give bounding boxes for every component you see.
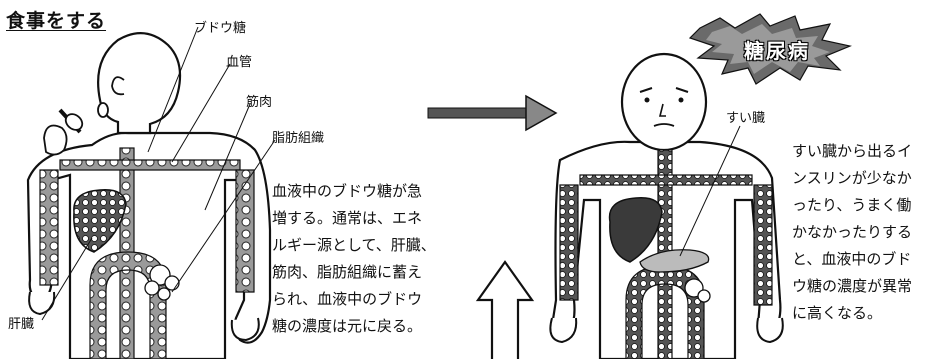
label-fat-tissue: 脂肪組織 <box>272 131 325 146</box>
transition-arrow <box>427 94 558 132</box>
right-fat-tissue <box>684 278 711 303</box>
right-description-line: すい臓から出るイ <box>792 142 913 160</box>
label-pancreas: すい臓 <box>726 111 766 126</box>
right-description-line: に高くなる。 <box>792 304 883 322</box>
right-description-line: ンスリンが少なか <box>792 169 912 187</box>
right-description-line: かなかったりする <box>792 223 913 241</box>
left-description-line: 血液中のブドウ糖が急 <box>272 182 423 200</box>
badge-label-diabetes: 糖尿病 <box>744 39 810 63</box>
label-muscle: 筋肉 <box>246 95 273 110</box>
right-human-figure <box>549 52 784 359</box>
left-description: 血液中のブドウ糖が急 増する。通常は、エネ ルギー源として、肝臓、 筋肉、脂肪組… <box>272 178 436 340</box>
up-arrow <box>475 260 535 359</box>
spoon-hand <box>43 108 84 156</box>
left-description-line: ルギー源として、肝臓、 <box>272 236 436 254</box>
right-description-line: と、血液中のブド <box>792 250 912 268</box>
left-description-line: られ、血液中のブドウ <box>272 290 423 308</box>
right-head <box>620 52 708 152</box>
label-liver: 肝臓 <box>8 317 35 332</box>
right-description-line: ウ糖の濃度が異常 <box>792 277 913 295</box>
left-head <box>97 32 182 135</box>
right-pancreas <box>639 249 710 273</box>
left-description-line: 糖の濃度は元に戻る。 <box>272 317 423 335</box>
right-description: すい臓から出るイ ンスリンが少なか ったり、うまく働 かなかったりする と、血液… <box>792 138 912 327</box>
right-description-line: ったり、うまく働 <box>792 196 912 214</box>
diabetes-badge <box>688 13 853 85</box>
label-glucose: ブドウ糖 <box>194 21 247 36</box>
left-description-line: 増する。通常は、エネ <box>272 209 423 227</box>
left-fat-tissue <box>144 264 180 301</box>
left-human-figure <box>26 26 276 359</box>
right-liver <box>608 197 663 263</box>
left-leader-lines <box>41 26 276 321</box>
left-description-line: 筋肉、脂肪組織に蓄え <box>272 263 423 281</box>
label-blood-vessel: 血管 <box>226 55 253 70</box>
left-liver <box>73 189 127 253</box>
heading-eating: 食事をする <box>6 10 107 32</box>
